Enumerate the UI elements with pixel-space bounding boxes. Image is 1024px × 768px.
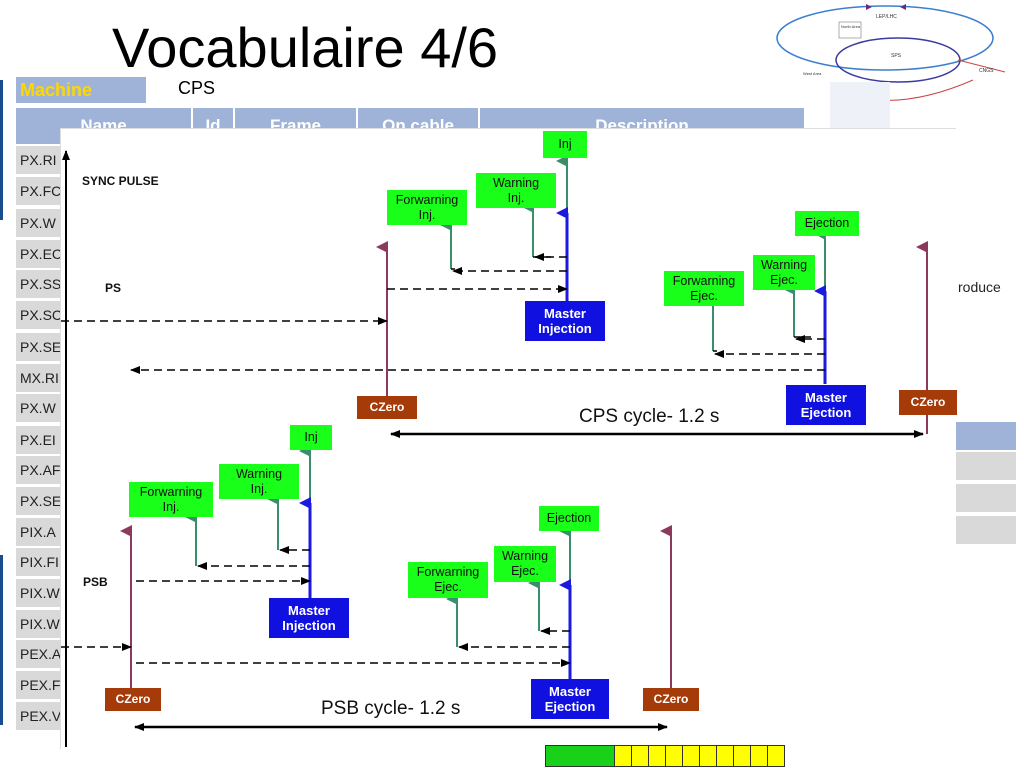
map-label-west: West Area <box>803 71 822 76</box>
machine-label: Machine <box>16 77 146 103</box>
progress-segment <box>683 746 700 766</box>
cps-czero-box: CZero <box>357 396 417 419</box>
cps-forwarning-inj-box: Forwarning Inj. <box>387 190 467 225</box>
map-label-north: North Area <box>841 24 861 29</box>
cps-warning-ejec-box: Warning Ejec. <box>753 255 815 290</box>
progress-segment <box>632 746 649 766</box>
right-table-cell <box>956 516 1016 544</box>
psb-ejection-box: Ejection <box>539 506 599 531</box>
cps-warning-inj-box: Warning Inj. <box>476 173 556 208</box>
right-table-header <box>956 422 1016 450</box>
progress-segment <box>666 746 683 766</box>
progress-segment <box>734 746 751 766</box>
psb-warning-ejec-box: Warning Ejec. <box>494 546 556 582</box>
progress-segment <box>615 746 632 766</box>
map-label-lhc: LEP/LHC <box>876 14 897 20</box>
psb-forwarning-inj-box: Forwarning Inj. <box>129 482 213 517</box>
psb-warning-inj-box: Warning Inj. <box>219 464 299 499</box>
slide-title: Vocabulaire 4/6 <box>112 16 499 79</box>
progress-segment <box>700 746 717 766</box>
psb-master-injection-box: Master Injection <box>269 598 349 638</box>
progress-segment <box>649 746 666 766</box>
slide-progress-bar <box>545 745 785 767</box>
psb-label: PSB <box>83 575 108 589</box>
psb-cycle-label: PSB cycle- 1.2 s <box>321 698 461 719</box>
progress-segment <box>768 746 784 766</box>
map-label-sps: SPS <box>891 53 902 59</box>
right-table-cell <box>956 484 1016 512</box>
partial-text: roduce <box>958 279 1001 295</box>
cps-master-injection-box: Master Injection <box>525 301 605 341</box>
cps-ejection-box: Ejection <box>795 211 859 236</box>
map-label-cngs: CNGS <box>979 68 994 74</box>
psb-forwarning-ejec-box: Forwarning Ejec. <box>408 562 488 598</box>
psb-czero-box: CZero <box>643 688 699 711</box>
left-accent-bar <box>0 555 3 725</box>
progress-completed-segment <box>546 746 615 766</box>
accelerator-map: LEP/LHC North Area SPS CNGS West Area <box>776 4 1006 101</box>
machine-value: CPS <box>178 78 216 98</box>
sync-pulse-label: SYNC PULSE <box>82 174 159 188</box>
right-table-cell <box>956 452 1016 480</box>
timing-diagram: SYNC PULSE PS PSB Inj Warning Inj. Forwa… <box>60 128 957 749</box>
progress-segment <box>751 746 768 766</box>
progress-segment <box>717 746 734 766</box>
psb-czero-box: CZero <box>105 688 161 711</box>
cps-forwarning-ejec-box: Forwarning Ejec. <box>664 271 744 306</box>
psb-inj-box: Inj <box>290 425 332 450</box>
cps-master-ejection-box: Master Ejection <box>786 385 866 425</box>
ps-label: PS <box>105 281 122 295</box>
cps-czero-box: CZero <box>899 390 957 415</box>
psb-master-ejection-box: Master Ejection <box>531 679 609 719</box>
cps-cycle-label: CPS cycle- 1.2 s <box>579 406 720 427</box>
timing-arrows <box>61 150 928 747</box>
left-accent-bar <box>0 80 3 220</box>
cps-inj-box: Inj <box>543 131 587 158</box>
map-overlay-patch <box>830 82 890 128</box>
